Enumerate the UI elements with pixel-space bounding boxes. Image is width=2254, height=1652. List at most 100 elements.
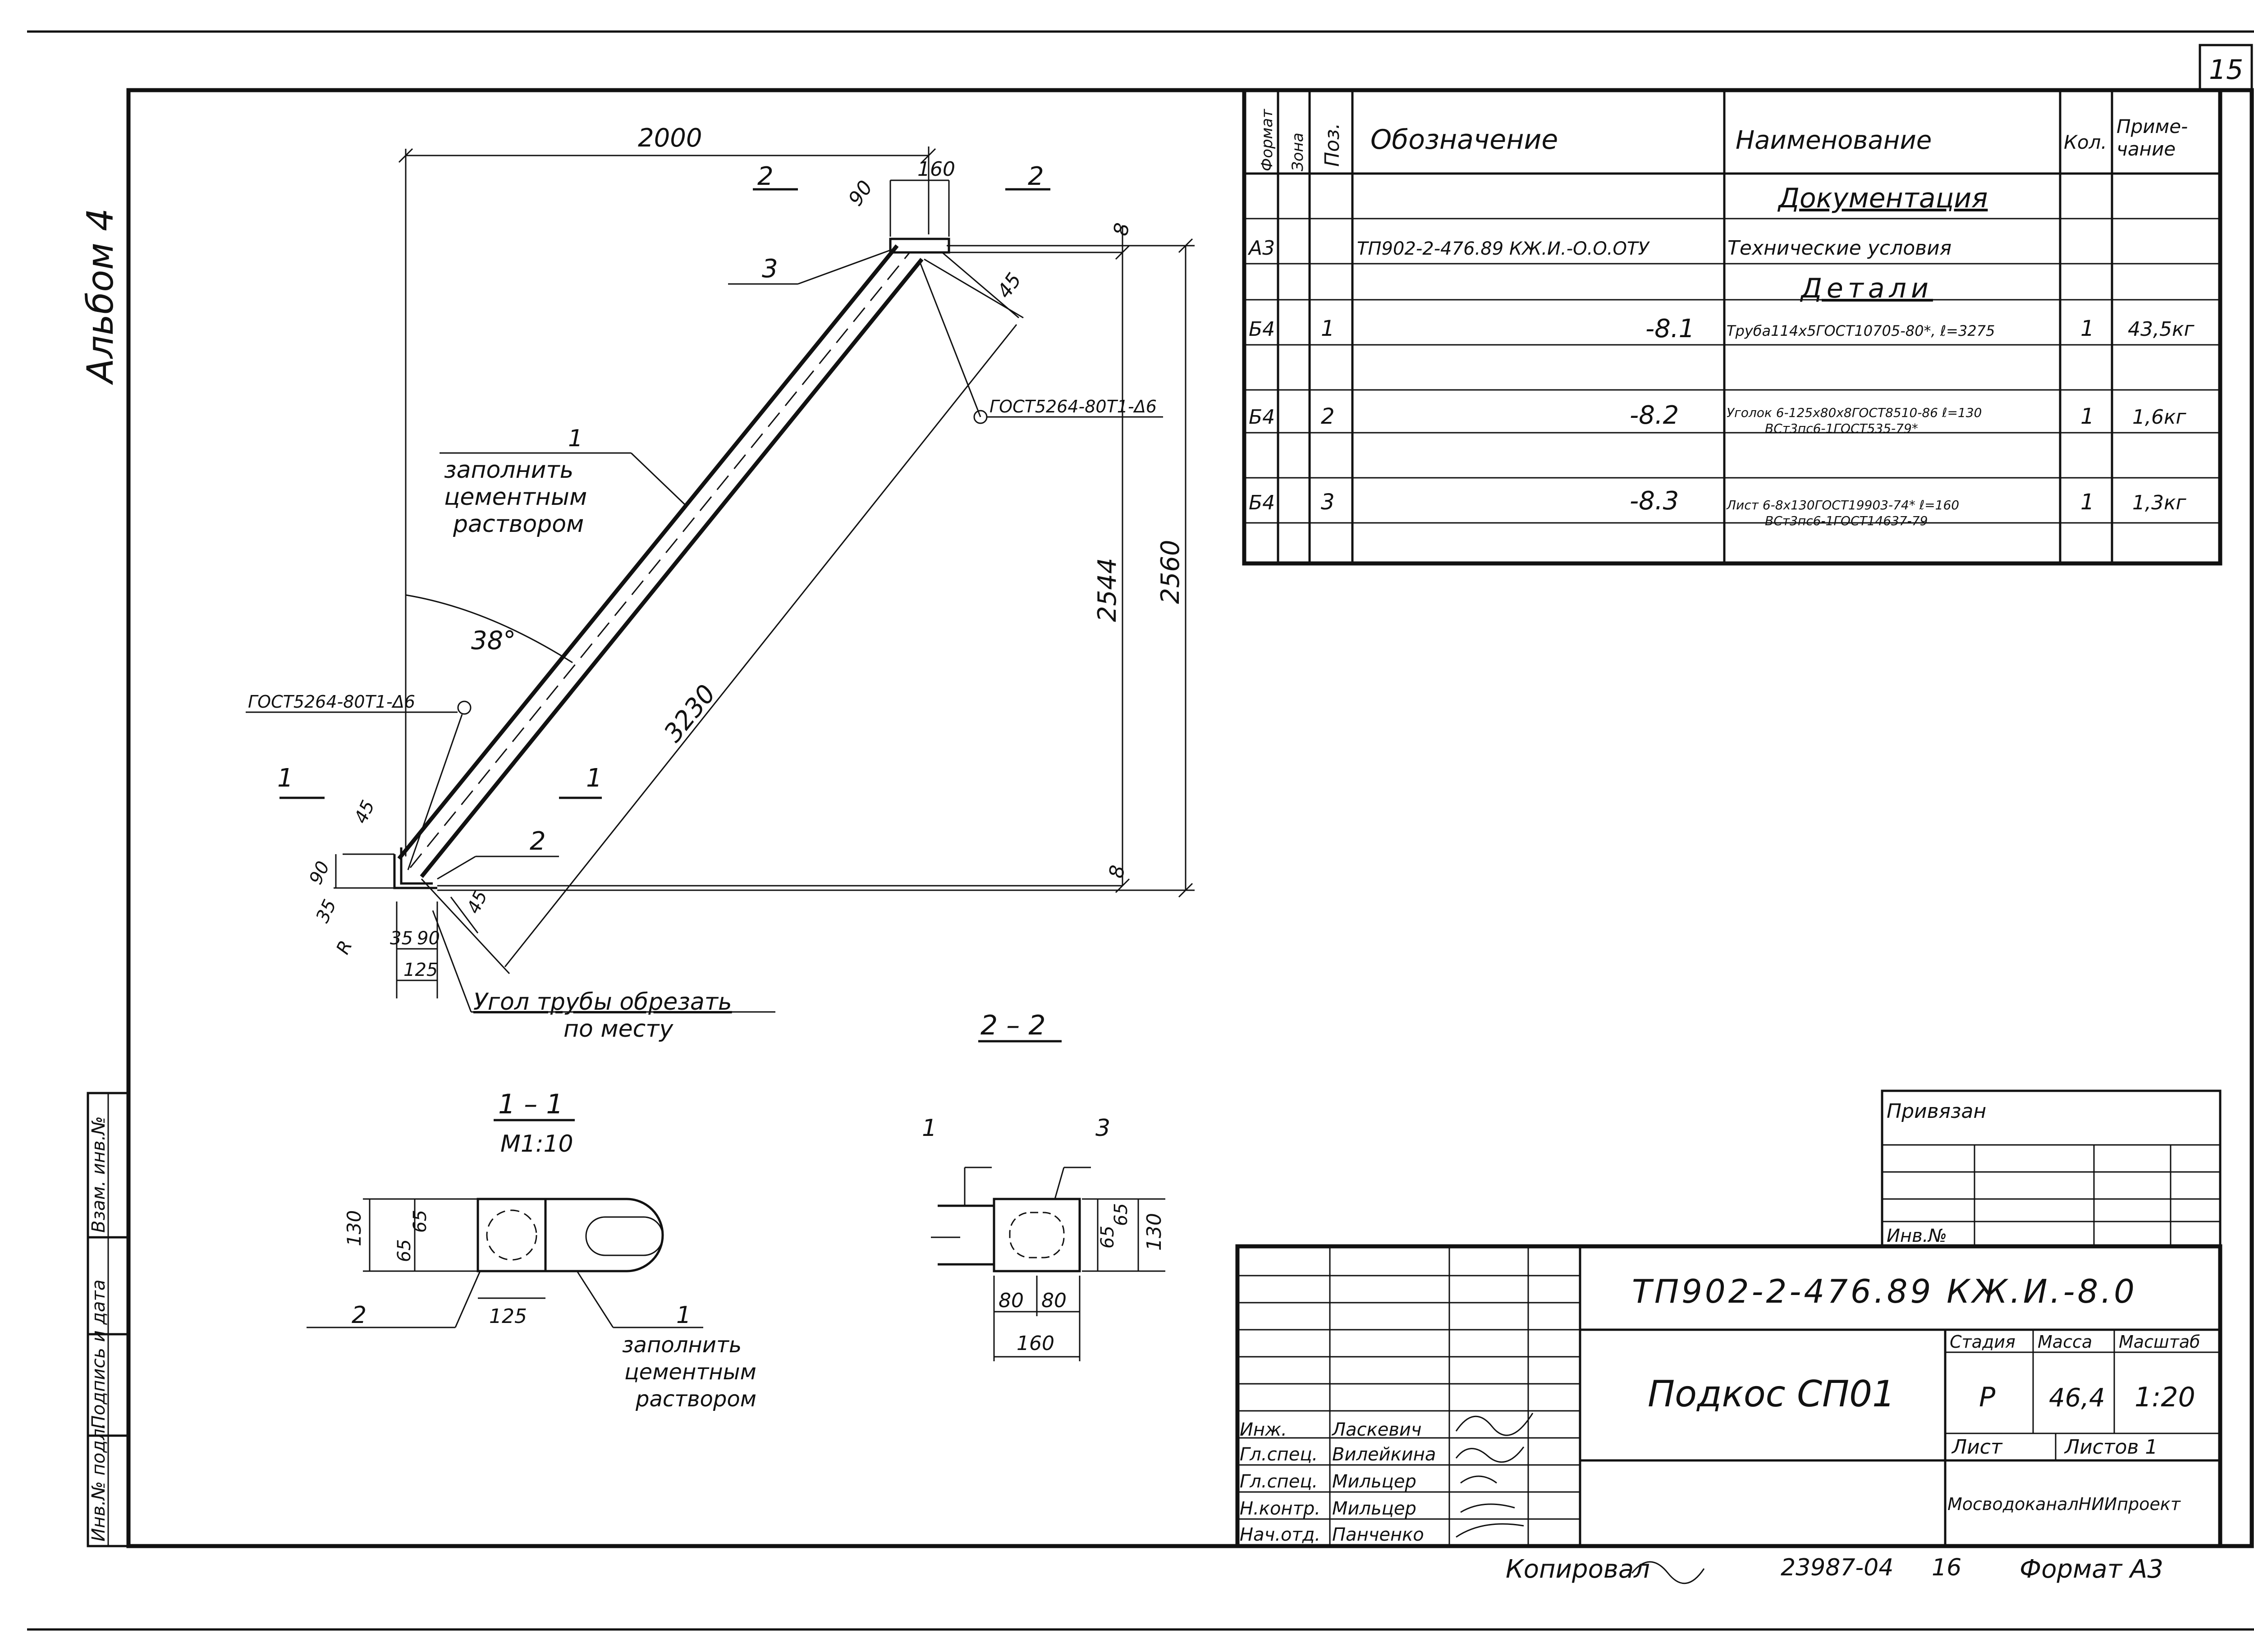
section-2-2-labels: 2 – 2 1 3 65 65 130 80 80 160 — [922, 1010, 1166, 1355]
pos-1-label: 1 — [568, 425, 583, 452]
dim-2560: 2560 — [1156, 540, 1185, 604]
row-format: Б4 — [1249, 491, 1275, 514]
footer-format: Формат А3 — [2020, 1555, 2163, 1584]
row-name-sub: ВСт3пс6-1ГОСТ14637-79 — [1765, 513, 1928, 528]
header-name: Наименование — [1736, 126, 1932, 155]
drawing-title: Подкос СП01 — [1648, 1373, 1895, 1415]
name-5: Панченко — [1332, 1524, 1424, 1545]
s11-note-1: заполнить — [622, 1332, 742, 1358]
row-name-sub: ВСт3пс6-1ГОСТ535-79* — [1765, 421, 1918, 436]
row-note: 1,3кг — [2132, 491, 2187, 514]
spec-row-tu: А3 ТП902-2-476.89 КЖ.И.-О.О.ОТУ Техничес… — [1247, 237, 1952, 260]
mass-header: Масса — [2038, 1332, 2092, 1352]
header-designation: Обозначение — [1370, 124, 1558, 156]
row-format: Б4 — [1249, 406, 1275, 429]
row-name: Уголок 6-125х80х8ГОСТ8510-86 ℓ=130 — [1727, 405, 1982, 420]
organization: МосводоканалНИИпроект — [1947, 1494, 2181, 1514]
role-3: Гл.спец. — [1240, 1471, 1318, 1492]
role-4: Н.контр. — [1240, 1498, 1320, 1519]
sheet-header: Лист — [1951, 1436, 2003, 1459]
bound-label: Привязан — [1887, 1100, 1986, 1123]
signatures — [1455, 1413, 1534, 1538]
title-block-text: ТП902-2-476.89 КЖ.И.-8.0 Подкос СП01 Ста… — [1240, 1272, 2200, 1545]
angle-38: 38° — [471, 626, 516, 655]
row-pos: 3 — [1321, 490, 1335, 515]
dim-2000: 2000 — [638, 124, 702, 153]
album-label: Альбом 4 — [79, 208, 121, 385]
brace-elevation — [246, 146, 1195, 1013]
section-1-1 — [307, 1119, 703, 1328]
section-2-2 — [931, 1040, 1165, 1361]
dim-8-top: 8 — [1109, 221, 1134, 237]
row-note: 1,6кг — [2132, 406, 2187, 429]
side-stamp — [87, 1092, 130, 1547]
scale-header: Масштаб — [2119, 1332, 2200, 1352]
s11-dim-65a: 65 — [394, 1239, 415, 1262]
s11-dim-130: 130 — [343, 1210, 365, 1246]
name-3: Мильцер — [1332, 1471, 1416, 1492]
dim-160: 160 — [917, 158, 955, 181]
pos-2-label: 2 — [530, 827, 546, 856]
s22-dim-160: 160 — [1017, 1332, 1054, 1355]
row-name: Технические условия — [1727, 237, 1952, 260]
s22-dim-65b: 65 — [1111, 1203, 1132, 1226]
section-2-2-title: 2 – 2 — [980, 1010, 1046, 1041]
copier-signature — [1631, 1561, 1705, 1584]
section-mark-2b: 2 — [1028, 162, 1044, 191]
spec-table-grid — [1242, 88, 2222, 566]
dim-R: R — [332, 938, 356, 958]
pos-3-label: 3 — [762, 254, 778, 284]
s11-dim-125: 125 — [489, 1305, 527, 1328]
section-1-1-title: 1 – 1 — [498, 1089, 564, 1120]
row-designation: -8.2 — [1630, 401, 1679, 430]
section-mark-1b: 1 — [586, 764, 602, 793]
side-stamp-label-2: Подпись и дата — [88, 1280, 109, 1429]
copy-number: 23987-04 — [1781, 1554, 1893, 1581]
dim-35-a: 35 — [312, 897, 340, 926]
dim-90-top: 90 — [844, 176, 877, 210]
name-1: Ласкевич — [1331, 1419, 1422, 1440]
s11-note-2: цементным — [624, 1359, 756, 1385]
sheet-frame — [27, 30, 2254, 1631]
dim-90-c: 90 — [417, 928, 440, 949]
role-2: Гл.спец. — [1240, 1444, 1318, 1465]
row-pos: 1 — [1321, 316, 1335, 341]
footer-sheet: 16 — [1932, 1554, 1961, 1581]
row-designation: ТП902-2-476.89 КЖ.И.-О.О.ОТУ — [1357, 238, 1650, 259]
section-documentation: Документация — [1777, 183, 1988, 214]
weld-note-left: ГОСТ5264-80Т1-Δ6 — [248, 692, 415, 712]
role-1: Инж. — [1240, 1419, 1287, 1440]
row-format: Б4 — [1249, 318, 1275, 341]
row-note: 43,5кг — [2128, 318, 2195, 341]
stage-header: Стадия — [1950, 1332, 2016, 1352]
sheets-header: Листов 1 — [2064, 1436, 2158, 1459]
spec-table-header: Формат Зона Поз. Обозначение Наименовани… — [1258, 109, 2188, 171]
row-qty: 1 — [2080, 404, 2094, 429]
title-block — [1235, 1244, 2222, 1548]
dim-90-b: 90 — [305, 858, 334, 888]
row-qty: 1 — [2080, 316, 2094, 341]
header-format: Формат — [1258, 109, 1276, 171]
section-mark-1a: 1 — [277, 764, 293, 793]
s22-dim-80b: 80 — [1041, 1289, 1067, 1312]
spec-row-pos2: Б4 2 -8.2 Уголок 6-125х80х8ГОСТ8510-86 ℓ… — [1249, 401, 2187, 436]
row-pos: 2 — [1321, 404, 1335, 429]
inv-label: Инв.№ — [1887, 1226, 1947, 1246]
row-format: А3 — [1247, 237, 1275, 260]
name-4: Мильцер — [1332, 1498, 1416, 1519]
cut-note-2: по месту — [564, 1016, 673, 1043]
mass-value: 46,4 — [2049, 1383, 2105, 1413]
elevation-labels: 2000 160 90 45 8 8 2544 2560 3230 38° ГО… — [248, 124, 1185, 1043]
cut-note-1: Угол трубы обрезать — [473, 988, 732, 1016]
doc-code: ТП902-2-476.89 КЖ.И.-8.0 — [1632, 1272, 2137, 1310]
dim-45-a: 45 — [350, 797, 379, 827]
s22-dim-65a: 65 — [1097, 1226, 1118, 1249]
fill-note-1: заполнить — [444, 457, 573, 484]
side-stamp-label-1: Взам. инв.№ — [88, 1116, 109, 1233]
fill-note-2: цементным — [444, 484, 587, 511]
s22-dim-80a: 80 — [999, 1289, 1024, 1312]
spec-row-pos1: Б4 1 -8.1 Труба114х5ГОСТ10705-80*, ℓ=327… — [1249, 314, 2195, 343]
s22-dim-130: 130 — [1143, 1213, 1166, 1251]
row-name: Лист 6-8х130ГОСТ19903-74* ℓ=160 — [1726, 498, 1959, 513]
